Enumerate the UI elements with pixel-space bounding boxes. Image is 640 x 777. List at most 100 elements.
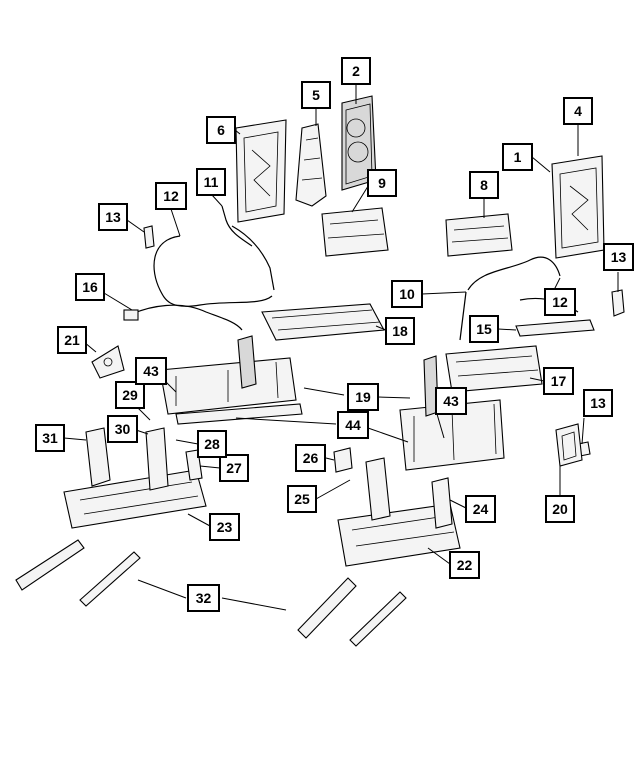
- part-9-cushion-pad: [321, 207, 389, 257]
- part-44-track: [175, 403, 303, 425]
- callout-17: 17: [543, 367, 574, 395]
- callout-label: 26: [303, 450, 319, 466]
- part-32-slide-rail-2: [79, 551, 141, 607]
- callout-label: 12: [552, 294, 568, 310]
- callout-31: 31: [35, 424, 65, 452]
- callout-label: 13: [590, 395, 606, 411]
- part-18-seat-pan: [261, 303, 385, 341]
- callout-label: 22: [457, 557, 473, 573]
- part-4-seatback-frame-right: [551, 155, 605, 259]
- part-22-seat-base-right: [337, 503, 461, 567]
- part-43-seat-frame-left: [159, 335, 297, 415]
- part-24-riser: [431, 477, 453, 529]
- callout-label: 12: [163, 188, 179, 204]
- callout-18: 18: [385, 317, 415, 345]
- callout-label: 31: [42, 430, 58, 446]
- callout-label: 27: [226, 460, 242, 476]
- callout-32: 32: [187, 584, 220, 612]
- callout-label: 16: [82, 279, 98, 295]
- callout-label: 32: [196, 590, 212, 606]
- callout-1: 1: [502, 143, 533, 171]
- part-12-wire-harness-left: [153, 225, 275, 307]
- callout-label: 8: [480, 177, 488, 193]
- callout-13-left: 13: [98, 203, 128, 231]
- callout-label: 21: [64, 332, 80, 348]
- part-21-trim-cover: [91, 345, 125, 379]
- callout-12-left: 12: [155, 182, 187, 210]
- part-32-slide-rail-4: [349, 591, 407, 647]
- part-32-slide-rail-1: [15, 539, 85, 591]
- part-26-latch: [333, 447, 353, 473]
- callout-label: 11: [204, 174, 219, 190]
- callout-label: 17: [551, 373, 567, 389]
- callout-label: 9: [378, 175, 386, 191]
- callout-5: 5: [301, 81, 331, 109]
- callout-label: 43: [443, 393, 459, 409]
- callout-6: 6: [206, 116, 236, 144]
- callout-43-right: 43: [435, 387, 467, 415]
- callout-10: 10: [391, 280, 423, 308]
- callout-label: 13: [611, 249, 627, 265]
- callout-2: 2: [341, 57, 371, 85]
- callout-label: 4: [574, 103, 582, 119]
- part-5-side-bracket: [295, 123, 327, 207]
- part-23-seat-base-left: [63, 469, 207, 529]
- callout-label: 29: [122, 387, 138, 403]
- part-11-cable: [221, 205, 253, 247]
- callout-23: 23: [209, 513, 240, 541]
- callout-label: 18: [392, 323, 408, 339]
- callout-43-left: 43: [135, 357, 167, 385]
- callout-label: 28: [204, 436, 220, 452]
- callout-16: 16: [75, 273, 105, 301]
- callout-21: 21: [57, 326, 87, 354]
- callout-4: 4: [563, 97, 593, 125]
- callout-label: 25: [294, 491, 310, 507]
- callout-9: 9: [367, 169, 397, 197]
- callout-label: 23: [217, 519, 233, 535]
- callout-44: 44: [337, 411, 369, 439]
- callout-label: 5: [312, 87, 320, 103]
- part-6-seatback-frame-left: [235, 119, 287, 223]
- callout-19: 19: [347, 383, 379, 411]
- callout-label: 44: [345, 417, 361, 433]
- callout-label: 19: [355, 389, 371, 405]
- callout-24: 24: [465, 495, 496, 523]
- callout-label: 13: [105, 209, 121, 225]
- callout-label: 43: [143, 363, 159, 379]
- callout-15: 15: [469, 315, 499, 343]
- callout-label: 20: [552, 501, 568, 517]
- callout-27: 27: [219, 454, 249, 482]
- callout-28: 28: [197, 430, 227, 458]
- callout-label: 10: [399, 286, 415, 302]
- callout-label: 2: [352, 63, 360, 79]
- part-30-riser: [145, 427, 169, 491]
- callout-22: 22: [449, 551, 480, 579]
- callout-13-lower-right: 13: [583, 389, 613, 417]
- callout-12-right: 12: [544, 288, 576, 316]
- callout-30: 30: [107, 415, 138, 443]
- part-17-seat-pan-right: [445, 345, 543, 393]
- callout-label: 1: [514, 149, 522, 165]
- callout-29: 29: [115, 381, 145, 409]
- part-32-slide-rail-3: [297, 577, 357, 639]
- callout-11: 11: [196, 168, 226, 196]
- callout-label: 24: [473, 501, 489, 517]
- part-31-side-panel: [85, 427, 111, 487]
- part-20-side-shield: [555, 423, 583, 467]
- callout-label: 15: [476, 321, 492, 337]
- callout-13-right: 13: [603, 243, 634, 271]
- callout-25: 25: [287, 485, 317, 513]
- part-16-harness-connector: [123, 304, 243, 331]
- part-15-cross-bar: [515, 319, 595, 337]
- callout-20: 20: [545, 495, 575, 523]
- callout-label: 30: [115, 421, 131, 437]
- callout-8: 8: [469, 171, 499, 199]
- callout-26: 26: [295, 444, 326, 472]
- part-13-clip-left: [143, 225, 155, 249]
- callout-label: 6: [217, 122, 225, 138]
- part-25-side-panel: [365, 457, 391, 521]
- part-13-clip-right: [611, 289, 625, 317]
- part-8-cushion-pad-right: [445, 213, 513, 257]
- leader-lines: [63, 84, 619, 611]
